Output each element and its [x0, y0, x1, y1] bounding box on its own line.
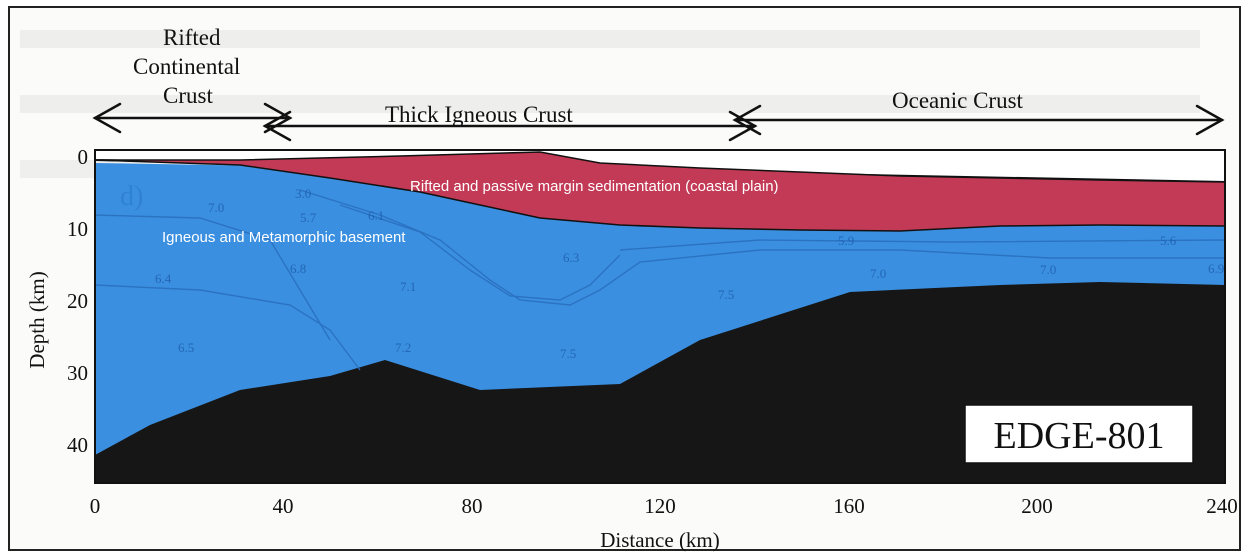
x-tick-label: 0 — [90, 494, 101, 518]
velocity-label: 3.0 — [295, 186, 311, 201]
profile-name-box: EDGE-801 — [964, 404, 1194, 464]
plot-area — [94, 149, 1226, 484]
y-axis: 0 10 20 30 40 Depth (km) — [25, 145, 88, 457]
oceanic-label: Oceanic Crust — [892, 88, 1024, 113]
x-tick-label: 80 — [462, 494, 483, 518]
velocity-label: 5.7 — [300, 210, 317, 225]
rifted-label-line1: Rifted — [163, 25, 221, 50]
crust-domain-labels: Rifted Continental Crust Thick Igneous C… — [133, 25, 1024, 127]
velocity-contours — [94, 189, 1226, 371]
velocity-label: 7.0 — [1040, 262, 1056, 277]
y-tick-label: 30 — [67, 361, 88, 385]
x-axis: 0 40 80 120 160 200 240 Distance (km) — [90, 494, 1238, 552]
velocity-label: 6.9 — [1208, 261, 1224, 276]
rifted-arrow — [92, 102, 293, 134]
y-tick-label: 10 — [67, 217, 88, 241]
mantle-layer — [95, 282, 1225, 483]
velocity-label: 6.8 — [290, 261, 306, 276]
velocity-labels: 7.0 3.0 5.7 6.1 6.4 6.8 7.1 6.3 7.5 6.5 7.2 7.5 5.9 5… — [155, 186, 1224, 361]
y-tick-label: 20 — [67, 289, 88, 313]
velocity-label: 7.5 — [560, 346, 576, 361]
plot-border — [94, 149, 1226, 484]
y-tick-label: 0 — [78, 145, 89, 169]
panel-letter: d) — [120, 181, 143, 212]
velocity-label: 7.5 — [718, 287, 734, 302]
thick-igneous-label: Thick Igneous Crust — [385, 102, 573, 127]
domain-arrows — [92, 102, 1225, 142]
velocity-label: 7.0 — [208, 200, 224, 215]
velocity-label: 6.5 — [178, 340, 194, 355]
velocity-label: 6.3 — [563, 250, 579, 265]
profile-name: EDGE-801 — [994, 415, 1165, 457]
x-tick-label: 200 — [1021, 494, 1053, 518]
thick-igneous-arrow — [262, 110, 758, 142]
sediment-layer — [94, 151, 1226, 232]
velocity-label: 7.0 — [870, 266, 886, 281]
sediment-label: Rifted and passive margin sedimentation … — [410, 178, 779, 195]
y-axis-title: Depth (km) — [25, 271, 49, 368]
basement-label: Igneous and Metamorphic basement — [162, 229, 406, 246]
rifted-label-line3: Crust — [163, 83, 213, 108]
x-tick-label: 120 — [644, 494, 676, 518]
y-tick-label: 40 — [67, 433, 88, 457]
velocity-label: 6.4 — [155, 271, 172, 286]
velocity-label: 5.6 — [1160, 233, 1177, 248]
x-tick-label: 240 — [1206, 494, 1238, 518]
velocity-label: 6.1 — [368, 208, 384, 223]
x-tick-label: 160 — [833, 494, 865, 518]
velocity-label: 5.9 — [838, 233, 854, 248]
x-axis-title: Distance (km) — [600, 528, 720, 552]
velocity-label: 7.2 — [395, 340, 411, 355]
oceanic-arrow — [732, 104, 1225, 136]
rifted-label-line2: Continental — [133, 54, 240, 79]
x-tick-label: 40 — [273, 494, 294, 518]
velocity-label: 7.1 — [400, 279, 416, 294]
